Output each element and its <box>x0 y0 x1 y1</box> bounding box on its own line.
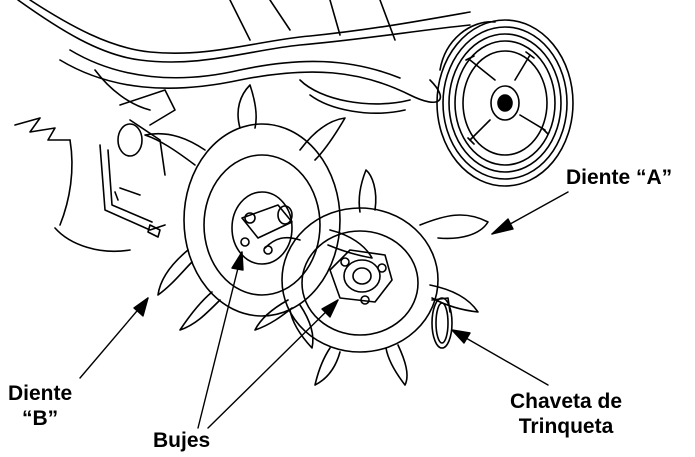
tine-b <box>144 84 373 349</box>
tine-b-label-line2: “B” <box>22 407 59 430</box>
bushings-label-text: Bujes <box>153 429 211 452</box>
arrow-bushing-left <box>197 251 243 429</box>
tine-a <box>254 169 489 386</box>
bushings-label: Bujes <box>153 428 210 453</box>
tine-b-label: Diente “B” <box>8 381 72 431</box>
tine-a-label: Diente “A” <box>566 165 672 190</box>
ratchet-clip <box>431 297 453 349</box>
arrow-ratchet-clip <box>451 329 549 386</box>
arrow-bushing-right <box>207 299 339 429</box>
arrow-tine-b <box>79 297 149 379</box>
ratchet-clip-label: Chaveta de Trinqueta <box>510 389 622 439</box>
tiller-frame <box>17 0 471 114</box>
transport-wheel <box>436 19 574 187</box>
ratchet-clip-label-line1: Chaveta de <box>510 390 623 413</box>
tine-b-label-line1: Diente <box>8 382 73 405</box>
rear-tine-assembly <box>14 69 176 253</box>
tine-a-label-text: Diente “A” <box>566 166 673 189</box>
ratchet-clip-label-line2: Trinqueta <box>518 415 614 438</box>
callout-arrows <box>79 191 569 429</box>
